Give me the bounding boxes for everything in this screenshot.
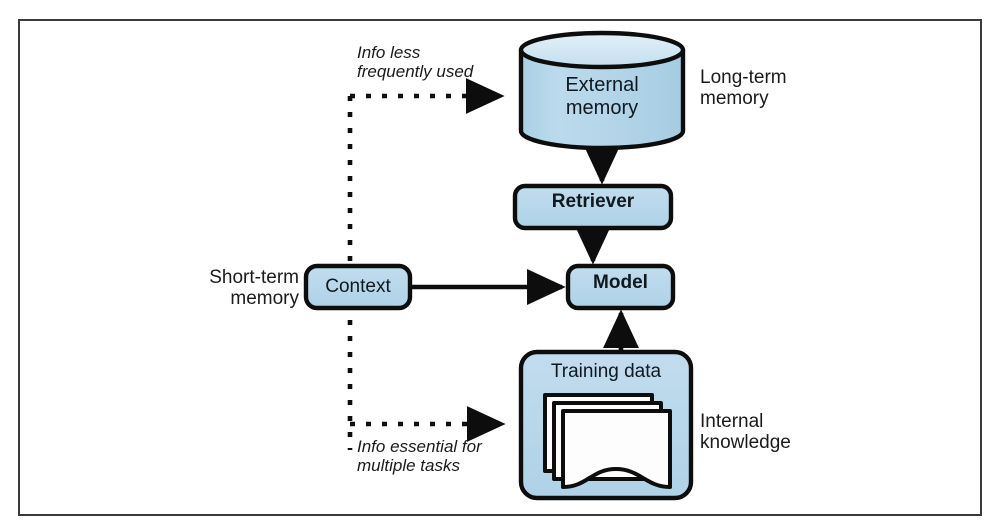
- cylinder-top-ellipse: [518, 30, 686, 70]
- external-memory-cylinder[interactable]: [518, 30, 686, 151]
- stacked-pages-icon: [543, 393, 672, 489]
- short-term-memory-annotation: Short-term memory: [209, 267, 299, 310]
- long-term-memory-annotation: Long-term memory: [700, 67, 787, 110]
- info-essential-multiple-tasks-annotation: Info essential for multiple tasks: [357, 437, 482, 476]
- retriever-box[interactable]: [512, 183, 674, 231]
- context-box[interactable]: [303, 263, 413, 311]
- internal-knowledge-annotation: Internal knowledge: [700, 411, 791, 454]
- info-less-frequently-used-annotation: Info less frequently used: [357, 43, 474, 82]
- model-box[interactable]: [565, 263, 676, 311]
